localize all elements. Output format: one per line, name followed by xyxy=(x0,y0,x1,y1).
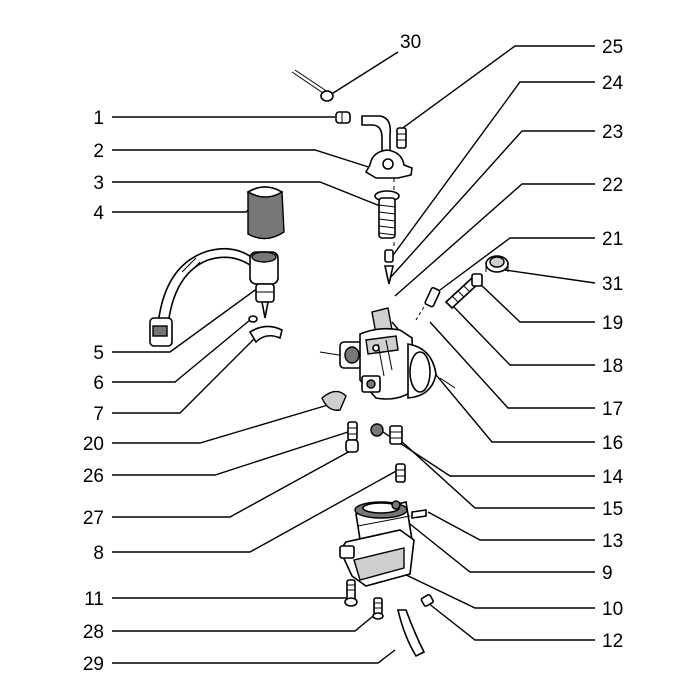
part-29-hose xyxy=(396,609,426,658)
callout-9: 9 xyxy=(602,563,613,584)
callout-4: 4 xyxy=(93,203,104,224)
part-7-clip xyxy=(248,325,283,344)
part-10-float-bowl xyxy=(339,529,415,587)
part-6-washer xyxy=(248,315,258,323)
part-28-screw xyxy=(372,597,384,620)
callout-27: 27 xyxy=(83,508,104,529)
part-11-screw xyxy=(344,579,358,607)
part-31-nut xyxy=(485,255,509,273)
part-21-jet xyxy=(424,287,441,308)
part-18-19-screws xyxy=(444,273,483,310)
callout-labels: 1 2 3 4 5 6 7 20 26 27 8 11 28 29 30 25 … xyxy=(83,32,624,675)
callout-22: 22 xyxy=(602,175,623,196)
callout-26: 26 xyxy=(83,466,104,487)
part-14-oring xyxy=(370,423,384,437)
callout-3: 3 xyxy=(93,173,104,194)
callout-25: 25 xyxy=(602,37,623,58)
part-1-sleeve xyxy=(335,111,351,124)
callout-31: 31 xyxy=(602,274,623,295)
part-20-jet xyxy=(321,390,347,411)
callout-7: 7 xyxy=(93,404,104,425)
part-5-starter-cable xyxy=(149,247,279,347)
callout-15: 15 xyxy=(602,499,623,520)
part-2-cover xyxy=(361,115,413,179)
callout-6: 6 xyxy=(93,373,104,394)
callout-12: 12 xyxy=(602,631,623,652)
callout-11: 11 xyxy=(84,589,104,610)
callout-2: 2 xyxy=(93,141,104,162)
callout-24: 24 xyxy=(602,73,624,94)
part-15-holder xyxy=(389,425,403,445)
part-4-cap xyxy=(246,186,285,240)
callout-30: 30 xyxy=(400,32,421,53)
callout-16: 16 xyxy=(602,433,623,454)
part-25-screw xyxy=(396,127,407,149)
callout-1: 1 xyxy=(93,108,104,129)
callout-28: 28 xyxy=(83,622,104,643)
callout-29: 29 xyxy=(83,654,104,675)
callout-5: 5 xyxy=(93,343,104,364)
part-24-needle xyxy=(384,249,394,285)
callout-21: 21 xyxy=(602,229,623,250)
callout-10: 10 xyxy=(602,599,623,620)
part-8-jet xyxy=(395,463,406,483)
callout-18: 18 xyxy=(602,356,623,377)
part-30-cap xyxy=(291,69,334,102)
leader-lines xyxy=(112,45,596,664)
callout-20: 20 xyxy=(83,434,104,455)
part-26-27-needle-valve xyxy=(345,421,359,453)
carburetor-body xyxy=(339,327,437,400)
part-3-plunger xyxy=(374,190,400,239)
callout-13: 13 xyxy=(602,531,623,552)
callout-17: 17 xyxy=(602,399,623,420)
callout-19: 19 xyxy=(602,313,623,334)
callout-14: 14 xyxy=(602,467,624,488)
callout-23: 23 xyxy=(602,122,623,143)
callout-8: 8 xyxy=(93,543,104,564)
part-12-drain-screw xyxy=(420,593,434,607)
